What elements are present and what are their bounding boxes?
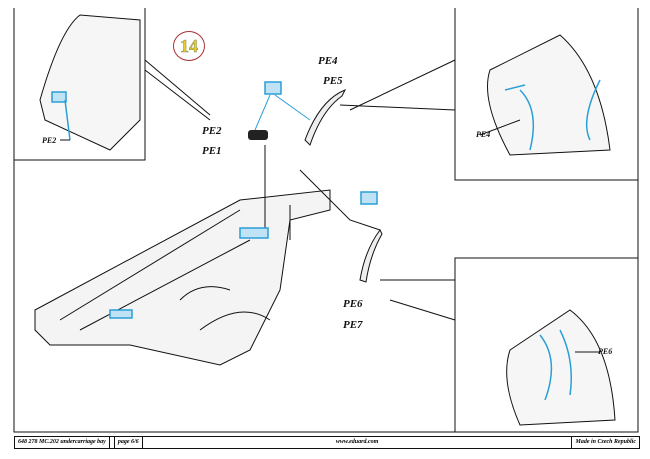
footer-page: page 6/6 <box>113 437 143 448</box>
part-pe7 <box>359 229 383 283</box>
inset-bottom-right <box>454 257 638 432</box>
footer-origin: Made in Czech Republic <box>575 439 636 445</box>
inset-tl-part <box>39 14 141 151</box>
inset-tr-part <box>487 34 611 156</box>
label-pe5: PE5 <box>323 75 343 87</box>
footer-code: 648 278 MC.202 undercarriage bay <box>15 437 110 448</box>
page-frame <box>13 8 639 433</box>
footer-website: www.eduard.com <box>143 437 573 448</box>
footer: 648 278 MC.202 undercarriage bay page 6/… <box>14 436 640 449</box>
inset-br-part <box>506 309 616 426</box>
label-pe6: PE6 <box>343 298 363 310</box>
label-pe2: PE2 <box>202 125 222 137</box>
inset-top-left <box>14 8 146 161</box>
inset-label-pe6: PE6 <box>598 347 613 356</box>
step-number: 14 <box>173 31 205 61</box>
part-pe1 <box>248 130 268 140</box>
label-pe4: PE4 <box>318 55 338 67</box>
label-pe7: PE7 <box>343 319 363 331</box>
wing-bay <box>34 189 331 366</box>
part-pe5 <box>304 89 347 146</box>
inset-top-right <box>454 8 638 181</box>
inset-label-pe4: PE4 <box>476 130 491 139</box>
label-pe1: PE1 <box>202 145 222 157</box>
inset-label-pe2: PE2 <box>42 136 57 145</box>
